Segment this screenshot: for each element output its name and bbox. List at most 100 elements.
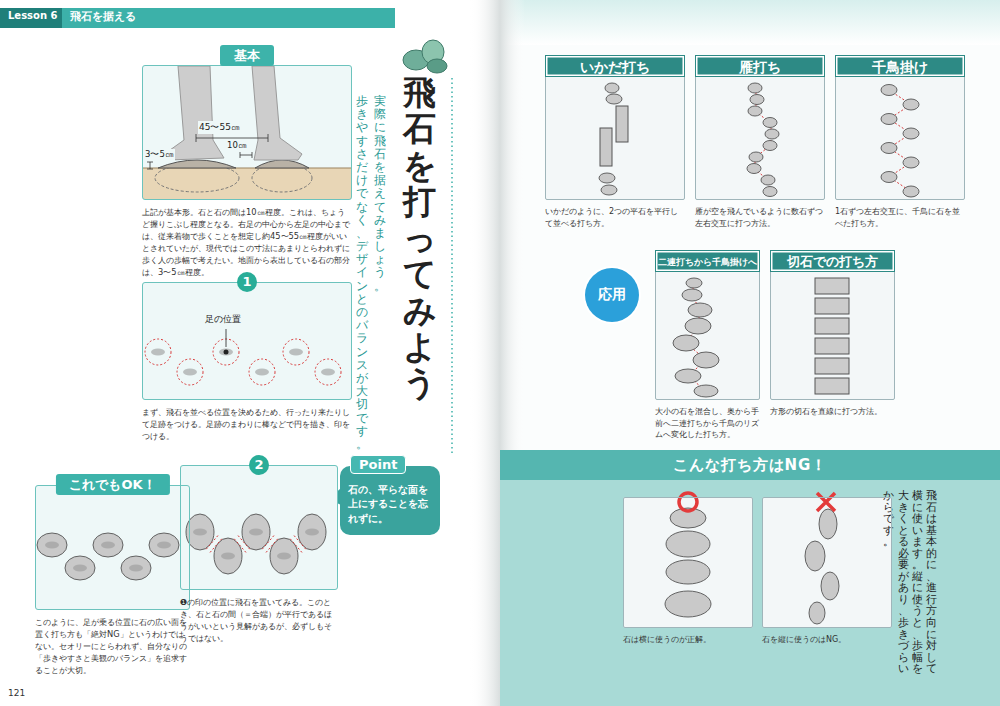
stone xyxy=(665,591,711,617)
caption-text: このように、足が乗る位置に石の広い面を置く打ち方も「絶対NG」というわけではない… xyxy=(35,616,190,676)
panel-dtab: いかだ打ちいかだのように、2つの平石を平行して並べる打ち方。 xyxy=(545,55,685,231)
panel-tab: これでもOK！ このように、足が乗る位置に石の広い面を置く打ち方も「絶対NG」とい… xyxy=(35,474,190,678)
stone-top xyxy=(158,160,236,168)
footprint xyxy=(221,553,235,560)
panel-num: 1まず、飛石を並べる位置を決めるため、行ったり来たりして足跡をつける。足跡のまわ… xyxy=(142,272,352,444)
cut-stone xyxy=(815,318,849,334)
caption-text: 方形の切石を直線に打つ方法。 xyxy=(770,406,895,418)
panel-frame xyxy=(142,282,352,400)
caption-text: 雁が空を飛んでいるように数石ずつ左右交互に打つ方法。 xyxy=(695,206,825,229)
panel-dtab: 雁打ち雁が空を飛んでいるように数石ずつ左右交互に打つ方法。 xyxy=(695,55,825,231)
dimension-label: 3〜5㎝ xyxy=(144,149,175,161)
stone xyxy=(903,128,919,139)
stone-top xyxy=(255,160,309,168)
cut-stone xyxy=(815,378,849,394)
mark-circle xyxy=(177,359,203,385)
mark-circle xyxy=(315,359,341,385)
caption-text: 石は横に使うのが正解。 xyxy=(623,634,753,646)
caption-text: まず、飛石を並べる位置を決めるため、行ったり来たりして足跡をつける。足跡のまわり… xyxy=(142,406,352,442)
right-page xyxy=(500,0,1000,706)
caption-text: いかだのように、2つの平石を平行して並べる打ち方。 xyxy=(545,206,685,229)
joint-line xyxy=(206,536,218,550)
stone xyxy=(881,114,897,125)
footprint xyxy=(101,542,115,549)
footprint xyxy=(193,529,207,536)
panel-heading: 雁打ち xyxy=(695,55,825,77)
page-number: 121 xyxy=(8,688,25,698)
ok-mark xyxy=(679,493,697,511)
stone xyxy=(686,278,702,288)
joint-line xyxy=(266,539,278,553)
page-fold xyxy=(470,0,500,706)
stone xyxy=(121,556,151,580)
stone xyxy=(93,533,123,557)
dimension-label: 10㎝ xyxy=(226,140,248,152)
footprint xyxy=(255,369,269,376)
stone xyxy=(809,602,825,624)
panel-heading: これでもOK！ xyxy=(55,474,169,495)
stone xyxy=(685,318,711,334)
panel-num: 2❶の印の位置に飛石を置いてみる。このとき、石と石の間（＝合端）が平行であるほう… xyxy=(180,455,338,646)
caption-text: 大小の石を混合し、奥から手前へ二連打ちから千鳥のリズムへ変化した打ち方。 xyxy=(655,406,760,441)
panel-fill xyxy=(762,497,892,628)
flat-stone xyxy=(600,128,612,166)
panel-fill xyxy=(655,250,760,400)
footprint xyxy=(305,529,319,536)
joint-line xyxy=(294,536,306,550)
footprint xyxy=(249,529,263,536)
flat-stone xyxy=(616,106,628,142)
stone xyxy=(748,83,762,93)
stone xyxy=(765,129,779,139)
step-number: 2 xyxy=(249,455,269,475)
stone xyxy=(599,173,615,183)
panel-fill xyxy=(623,497,753,628)
cut-stone xyxy=(815,338,849,354)
stone xyxy=(37,533,67,557)
caption-text: 上記が基本形。石と石の間は10㎝程度。これは、ちょうど握りこぶし程度となる。右足… xyxy=(142,206,352,278)
leader-line xyxy=(226,329,227,347)
panel-circle: 応用 xyxy=(585,268,639,322)
stone xyxy=(682,289,702,301)
stone xyxy=(605,83,619,93)
panel-band: こんな打ち方はNG！飛石は基本的に、進行方向に対して横に使います。縦に使うと、歩… xyxy=(500,450,1000,706)
panel-heading: 基本 xyxy=(220,45,274,66)
stone xyxy=(903,157,919,168)
dimension-line xyxy=(240,152,252,158)
stone xyxy=(675,369,701,383)
stone xyxy=(666,531,710,557)
top-tint xyxy=(500,0,1000,45)
leg xyxy=(252,66,302,160)
panel-dtab: 千鳥掛け1石ずつ左右交互に、千鳥に石を並べた打ち方。 xyxy=(835,55,965,231)
joint-line xyxy=(262,536,274,550)
joint-line xyxy=(234,539,246,553)
panel-fill xyxy=(180,465,338,590)
panel-fill xyxy=(142,65,352,200)
panel-ok: 石を縦に使うのはNG。 xyxy=(762,497,892,648)
panel-fill xyxy=(545,55,685,200)
panel-tab: 基本上記が基本形。石と石の間は10㎝程度。これは、ちょうど握りこぶし程度となる。… xyxy=(142,45,352,280)
band-heading: こんな打ち方はNG！ xyxy=(500,450,1000,480)
footprint xyxy=(321,369,335,376)
stone xyxy=(688,303,712,317)
rock-icon xyxy=(403,40,447,73)
caption-text: 石を縦に使うのはNG。 xyxy=(762,634,892,646)
stone xyxy=(819,509,837,539)
panel-heading: 二連打ちから千鳥掛けへ xyxy=(655,250,760,272)
footprint xyxy=(289,349,303,356)
stone xyxy=(881,85,897,96)
ng-band xyxy=(500,450,1000,706)
ground xyxy=(143,168,351,199)
leg xyxy=(168,66,224,160)
point-heading: Point xyxy=(350,455,406,474)
subtitle: 歩きやすさだけでなく、デザインとのバランスが大切です。 xyxy=(356,95,368,451)
panel-ok: 石は横に使うのが正解。 xyxy=(623,497,753,648)
header-tab xyxy=(0,8,62,28)
stone xyxy=(761,175,775,185)
joint-line xyxy=(210,539,222,553)
panel-dtab: 二連打ちから千鳥掛けへ大小の石を混合し、奥から手前へ二連打ちから千鳥のリズムへ変… xyxy=(655,250,760,443)
cut-stone xyxy=(815,358,849,374)
stone xyxy=(750,95,764,105)
badge-text: 応用 xyxy=(598,286,626,304)
panel-fill xyxy=(35,485,190,610)
ng-mark xyxy=(817,493,835,511)
